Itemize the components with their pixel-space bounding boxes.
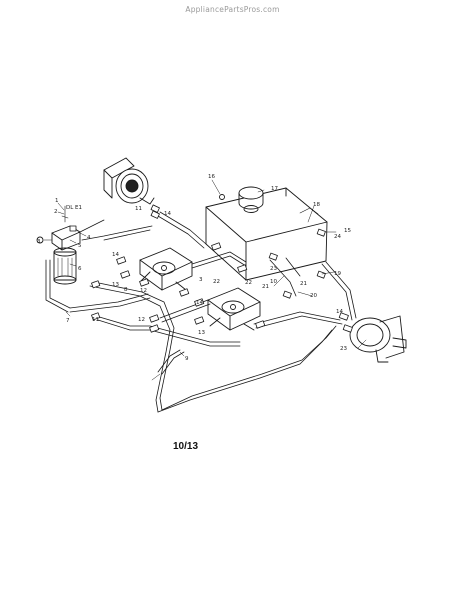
callout-13: 13 — [198, 330, 205, 336]
callout-16: 16 — [208, 174, 215, 180]
callout-19: 19 — [334, 271, 341, 277]
callout-21-tank: 21 — [300, 281, 307, 287]
callout-23-tank: 23 — [270, 266, 277, 272]
callout-1: 1 — [55, 198, 59, 204]
callout-23: 23 — [340, 346, 347, 352]
lower-pump — [207, 287, 261, 331]
page-code: 10/13 — [173, 441, 199, 452]
callout-10: 10 — [270, 279, 277, 285]
callout-11-upper: 11 — [135, 206, 142, 212]
callout-18: 18 — [313, 202, 320, 208]
callout-14-lower-pump: 14 — [196, 300, 203, 306]
callout-8: 8 — [124, 287, 128, 293]
lower-hydraulic-motor — [349, 315, 407, 363]
callout-7: 7 — [66, 318, 70, 324]
callout-9: 9 — [185, 356, 189, 362]
callout-15: 15 — [344, 228, 351, 234]
callout-labels: 1 2 3 4 5 6 7 8 9 10 11 12 13 14 15 16 1… — [37, 174, 351, 362]
callout-11: 11 — [92, 317, 99, 323]
upper-hydraulic-motor — [103, 157, 155, 205]
filter-assembly — [36, 205, 81, 285]
hose-lines — [45, 211, 357, 413]
watermark: AppliancePartsPros.com — [185, 5, 280, 14]
callout-13-upper: 13 — [112, 282, 119, 288]
callout-5: 5 — [78, 243, 82, 249]
callout-24: 24 — [334, 234, 341, 240]
callout-2: 2 — [54, 209, 58, 215]
fittings — [69, 204, 353, 333]
callout-14: 14 — [164, 211, 171, 217]
leader-lines — [43, 179, 367, 381]
hydraulic-tank — [205, 187, 328, 281]
callout-6: 6 — [78, 266, 82, 272]
callout-14-upper-pump: 14 — [112, 252, 119, 258]
callout-3: 3 — [37, 239, 41, 245]
callout-3-pump: 3 — [199, 277, 203, 283]
callout-17: 17 — [271, 186, 278, 192]
callout-21: 21 — [262, 284, 269, 290]
callout-12: 12 — [138, 317, 145, 323]
callout-4: 4 — [87, 235, 91, 241]
callout-detail: DL E1 — [66, 205, 82, 211]
callout-22-lower: 22 — [245, 280, 252, 286]
callout-12-upper: 12 — [140, 288, 147, 294]
callout-20: 20 — [310, 293, 317, 299]
callout-22: 22 — [213, 279, 220, 285]
tank-cap — [238, 186, 264, 213]
callout-14-lower-motor: 14 — [336, 309, 343, 315]
